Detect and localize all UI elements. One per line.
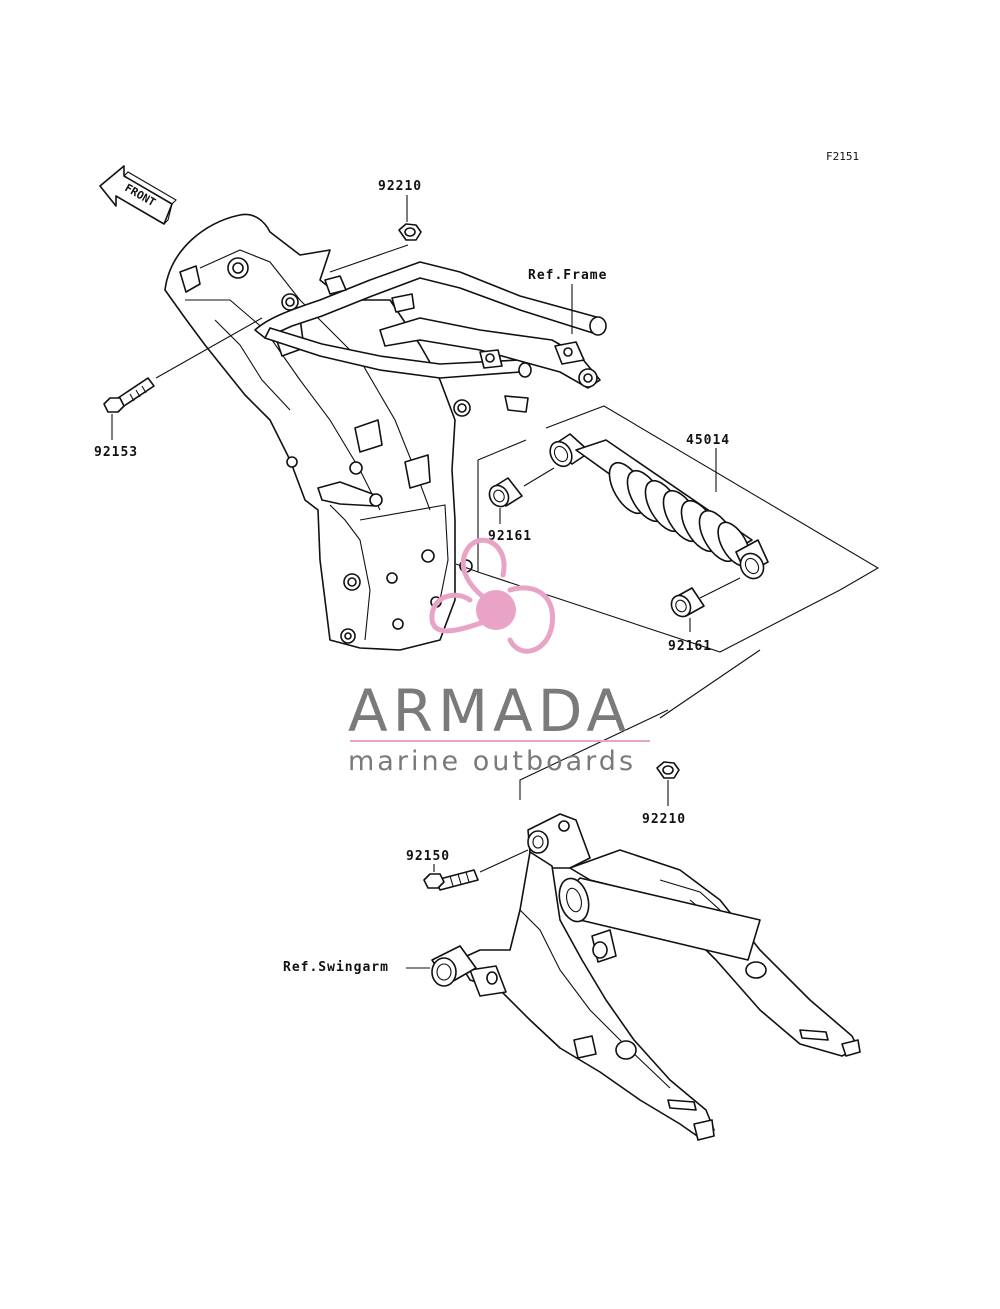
callout-nut-top: 92210 [378, 179, 422, 194]
watermark-title: ARMADA [348, 677, 631, 745]
assembly-guide-lines [455, 405, 880, 800]
callout-bushing-upper: 92161 [488, 529, 532, 544]
propeller-hub-icon [476, 590, 516, 630]
callout-bolt-lower: 92150 [406, 849, 450, 864]
callout-bolt-upper: 92153 [94, 445, 138, 460]
bushing-92161-upper [488, 467, 555, 524]
swingarm-assembly [406, 813, 861, 1141]
callout-bushing-lower: 92161 [668, 639, 712, 654]
armada-watermark: ARMADA marine outboards [348, 537, 650, 777]
nut-92210-top [398, 195, 422, 241]
front-direction-arrow: FRONT [99, 165, 177, 225]
shock-absorber-45014 [549, 433, 769, 599]
bolt-92153 [103, 317, 263, 440]
bolt-92150 [423, 849, 529, 891]
callout-ref-swingarm: Ref.Swingarm [283, 960, 389, 975]
figure-id: F2151 [826, 150, 859, 163]
frame-assembly [164, 213, 607, 651]
callout-shock-absorber: 45014 [686, 433, 730, 448]
callout-nut-lower: 92210 [642, 812, 686, 827]
propeller-logo-icon [429, 537, 556, 654]
bushing-92161-lower [670, 587, 705, 632]
watermark-subtitle: marine outboards [348, 746, 636, 777]
nut-92210-lower [656, 761, 680, 806]
callout-ref-frame: Ref.Frame [528, 268, 607, 283]
